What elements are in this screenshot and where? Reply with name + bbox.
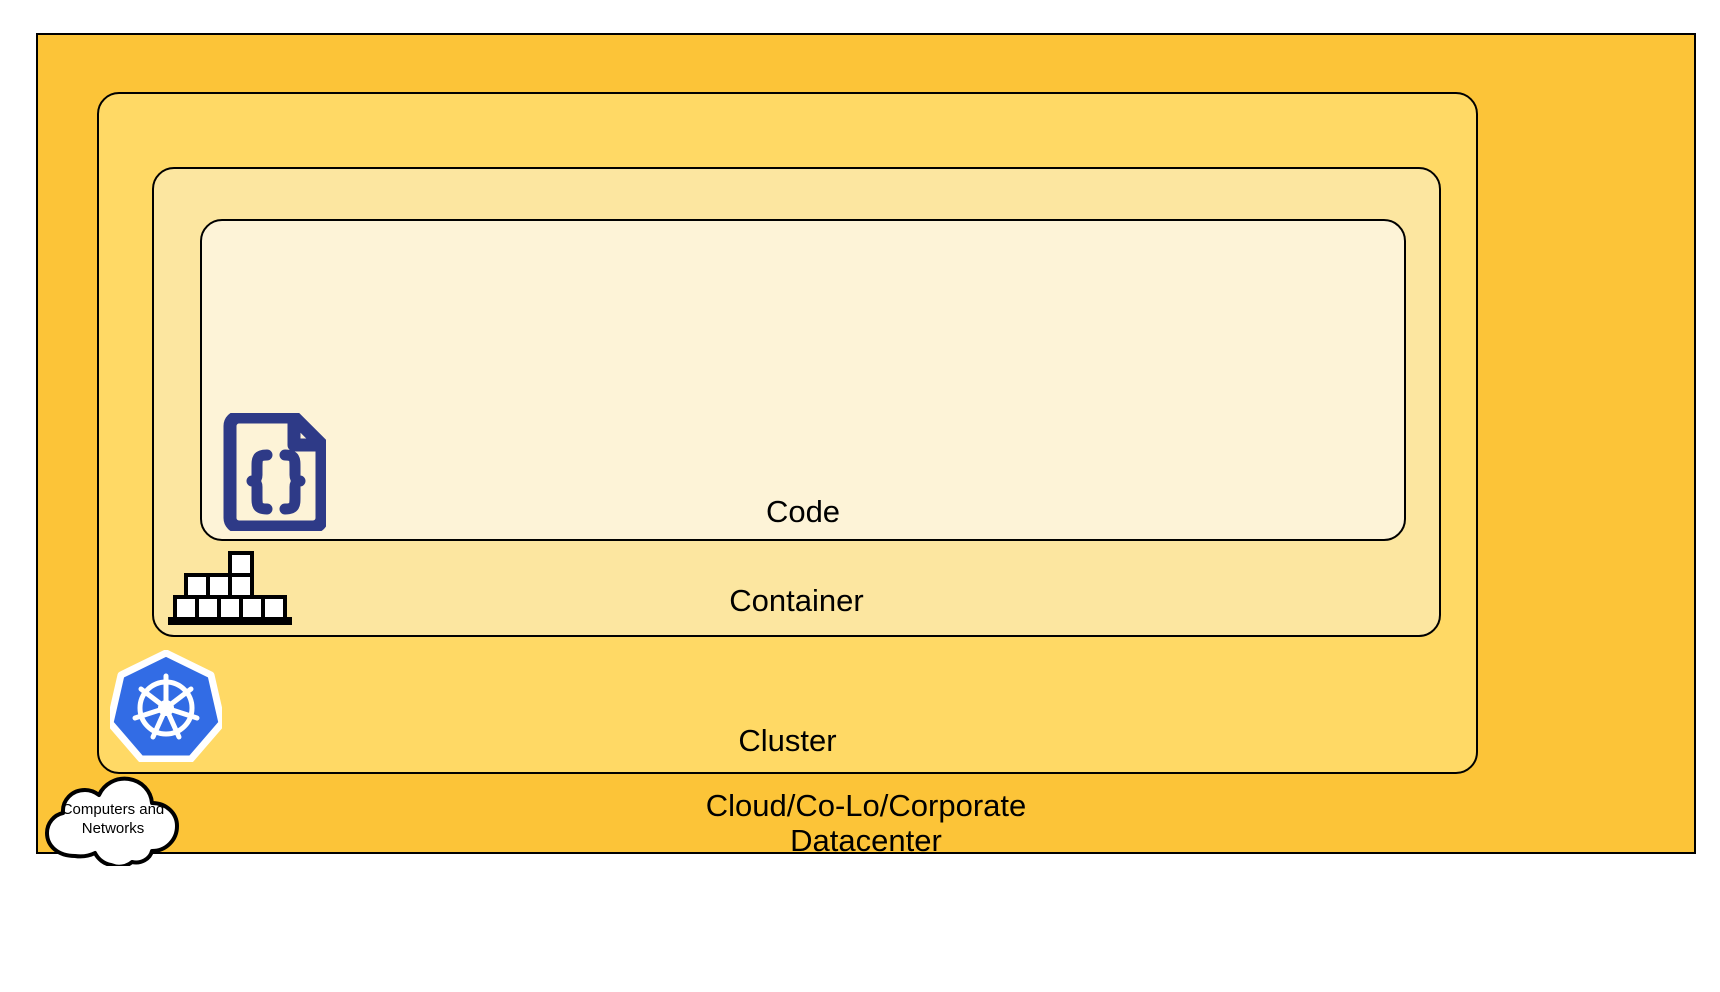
- kubernetes-icon: [106, 649, 226, 763]
- layer-label-datacenter: Cloud/Co-Lo/Corporate Datacenter: [705, 788, 1027, 858]
- layer-label-cluster: Cluster: [738, 723, 837, 758]
- container-blocks-icon: [168, 551, 292, 625]
- layer-label-code: Code: [765, 494, 841, 529]
- code-file-icon: [221, 410, 329, 534]
- computers-and-networks-callout: Computers and Networks: [30, 772, 196, 869]
- layer-label-container: Container: [729, 583, 864, 618]
- layer-code: [200, 219, 1406, 541]
- cloud-icon: [45, 776, 179, 869]
